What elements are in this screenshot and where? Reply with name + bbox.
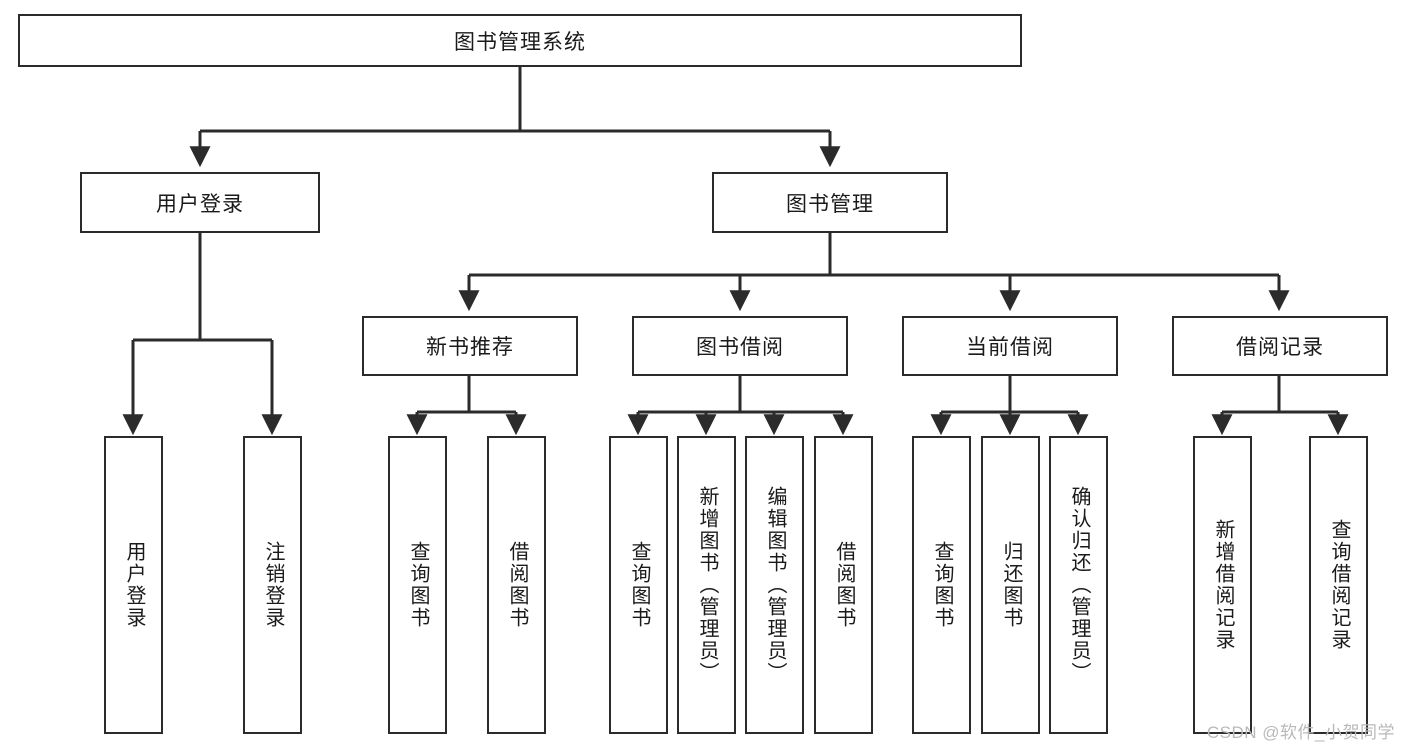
node-new-book-recommend[interactable]: 新书推荐	[362, 316, 578, 376]
node-label: 新书推荐	[426, 336, 514, 359]
node-label: 当前借阅	[966, 336, 1054, 359]
watermark: CSDN @软件_小贺同学	[1206, 723, 1395, 742]
leaf-record-add-record[interactable]: 新增借阅记录	[1193, 436, 1252, 734]
node-root-system[interactable]: 图书管理系统	[18, 14, 1022, 67]
node-label: 查询借阅记录	[1328, 519, 1350, 651]
node-label: 注销登录	[262, 541, 284, 629]
leaf-borrow-add-book-admin[interactable]: 新增图书（管理员）	[677, 436, 736, 734]
node-label: 归还图书	[1000, 541, 1022, 629]
leaf-user-logout[interactable]: 注销登录	[243, 436, 302, 734]
leaf-newbook-borrow-book[interactable]: 借阅图书	[487, 436, 546, 734]
node-label: 查询图书	[628, 541, 650, 629]
node-label: 查询图书	[407, 541, 429, 629]
node-borrow-record[interactable]: 借阅记录	[1172, 316, 1388, 376]
leaf-current-return-book[interactable]: 归还图书	[981, 436, 1040, 734]
node-label: 借阅图书	[506, 541, 528, 629]
leaf-newbook-query-book[interactable]: 查询图书	[388, 436, 447, 734]
node-current-borrow[interactable]: 当前借阅	[902, 316, 1118, 376]
node-user-login[interactable]: 用户登录	[80, 172, 320, 233]
leaf-current-confirm-return-admin[interactable]: 确认归还（管理员）	[1049, 436, 1108, 734]
node-label: 借阅图书	[833, 541, 855, 629]
node-label: 新增借阅记录	[1212, 519, 1234, 651]
node-book-management[interactable]: 图书管理	[712, 172, 948, 233]
node-label: 图书管理	[786, 192, 874, 216]
node-book-borrow[interactable]: 图书借阅	[632, 316, 848, 376]
leaf-current-query-book[interactable]: 查询图书	[912, 436, 971, 734]
leaf-borrow-query-book[interactable]: 查询图书	[609, 436, 668, 734]
node-label: 图书管理系统	[454, 30, 586, 54]
node-label: 图书借阅	[696, 336, 784, 359]
node-label: 确认归还（管理员）	[1068, 486, 1090, 684]
node-label: 借阅记录	[1236, 336, 1324, 359]
node-label: 用户登录	[156, 192, 244, 216]
leaf-borrow-edit-book-admin[interactable]: 编辑图书（管理员）	[745, 436, 804, 734]
node-label: 新增图书（管理员）	[696, 486, 718, 684]
leaf-user-login[interactable]: 用户登录	[104, 436, 163, 734]
node-label: 编辑图书（管理员）	[764, 486, 786, 684]
node-label: 查询图书	[931, 541, 953, 629]
leaf-borrow-borrow-book[interactable]: 借阅图书	[814, 436, 873, 734]
node-label: 用户登录	[123, 541, 145, 629]
leaf-record-query-record[interactable]: 查询借阅记录	[1309, 436, 1368, 734]
